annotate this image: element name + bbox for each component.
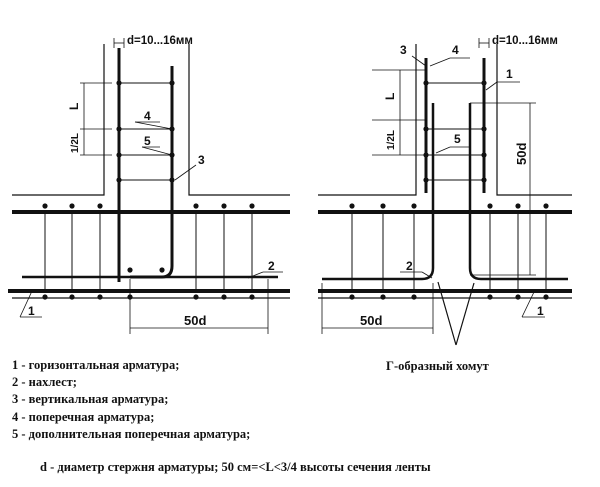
right-dim-d: d=10...16мм [492, 35, 558, 47]
l-stirrup-right [468, 103, 568, 281]
right-diagram [318, 38, 572, 346]
legend-item: 4 - поперечная арматура; [12, 409, 155, 424]
legend-item: 2 - нахлест; [12, 375, 77, 390]
left-dim-d: d=10...16мм [127, 35, 193, 47]
legend-item: 3 - вертикальная арматура; [12, 392, 169, 407]
left-dim-50d: 50d [184, 313, 206, 328]
left-dim-L: L [67, 103, 81, 110]
right-label-1-bottom: 1 [537, 304, 544, 318]
left-label-5: 5 [144, 134, 151, 148]
left-dim-half-L: 1/2L [70, 133, 81, 153]
l-stirrup-left [322, 103, 435, 281]
right-dim-L: L [383, 93, 397, 100]
right-dim-50d: 50d [360, 313, 382, 328]
left-label-2: 2 [268, 259, 275, 273]
vertical-rebar-right-hook [130, 66, 174, 279]
legend: 1 - горизонтальная арматура; 2 - нахлест… [12, 357, 250, 443]
left-label-4: 4 [144, 109, 151, 123]
right-dim-50d-vertical: 50d [514, 143, 529, 165]
right-label-1: 1 [506, 67, 513, 81]
left-label-3: 3 [198, 153, 205, 167]
legend-item: 5 - дополнительная поперечная арматура; [12, 426, 251, 441]
right-label-2: 2 [406, 259, 413, 273]
l-stirrup-caption: Г-образный хомут [386, 359, 489, 373]
right-label-5: 5 [454, 132, 461, 146]
right-dim-half-L: 1/2L [386, 130, 397, 150]
footnote: d - диаметр стержня арматуры; 50 см=<L<3… [40, 460, 431, 474]
right-label-4: 4 [452, 43, 459, 57]
left-label-1: 1 [28, 304, 35, 318]
legend-item: 1 - горизонтальная арматура; [12, 358, 180, 372]
right-label-3: 3 [400, 43, 407, 57]
left-diagram [8, 38, 290, 334]
